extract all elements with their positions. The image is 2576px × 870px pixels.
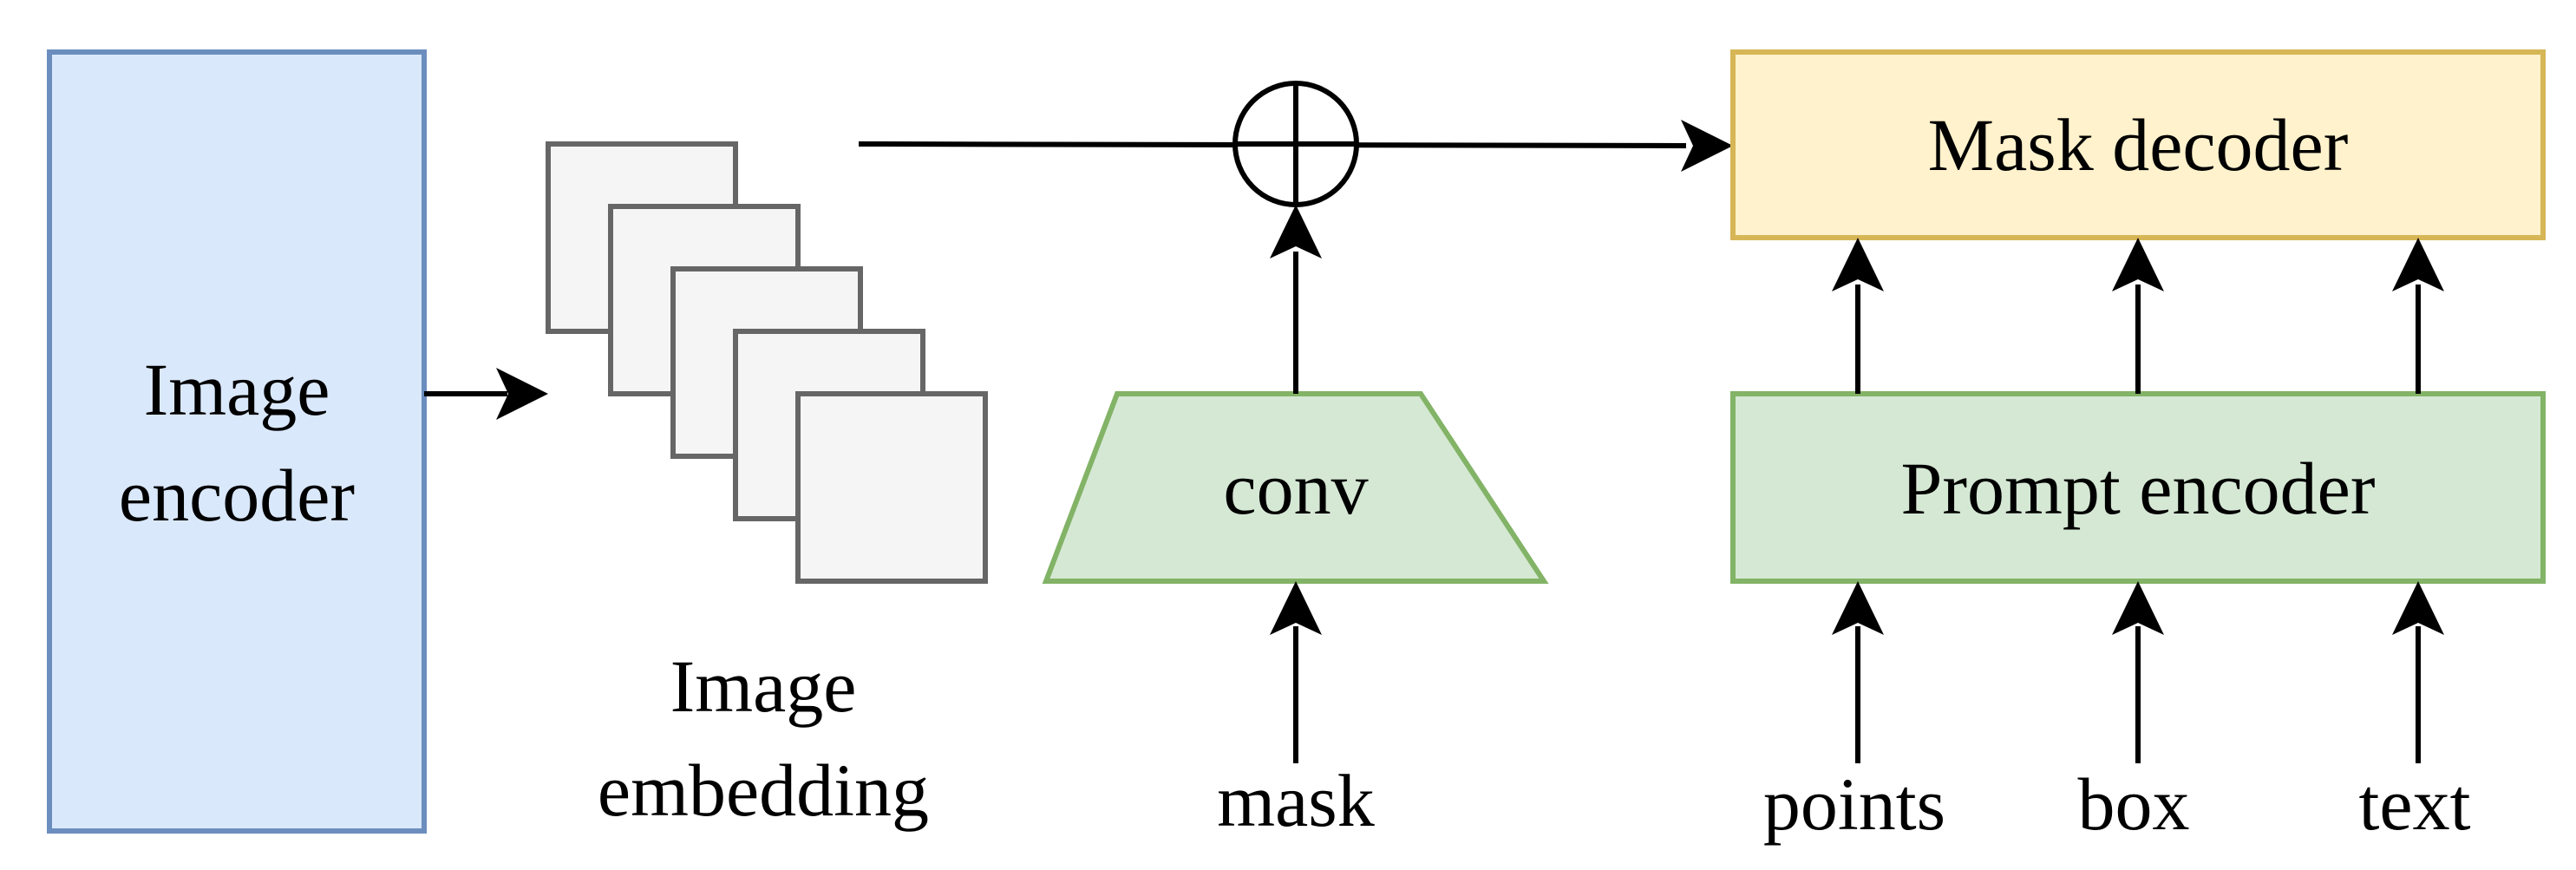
image-encoder-box — [47, 49, 427, 834]
mask-decoder-label: Mask decoder — [1928, 103, 2349, 186]
prompt-encoder-label: Prompt encoder — [1901, 447, 2376, 530]
box-input-label: box — [2078, 762, 2190, 846]
arrow-encoder-to-embedding — [424, 368, 548, 420]
arrow-mask-to-conv — [1270, 581, 1322, 763]
text-input-label: text — [2359, 762, 2471, 846]
arrow-prompt-to-decoder-1 — [1832, 238, 1884, 394]
image-encoder-label-line1: Image — [144, 348, 330, 431]
mask-input-label: mask — [1217, 759, 1375, 842]
image-encoder-label-line2: encoder — [119, 454, 355, 537]
arrow-points-to-prompt — [1832, 581, 1884, 763]
mask-decoder-box — [1730, 49, 2546, 240]
prompt-encoder-block: Prompt encoder — [1730, 391, 2546, 584]
add-operator-icon — [1232, 81, 1359, 207]
image-embedding-stack — [546, 141, 988, 584]
prompt-encoder-box — [1730, 391, 2546, 584]
arrow-box-to-prompt — [2112, 581, 2164, 763]
conv-label: conv — [1223, 447, 1368, 530]
arrow-conv-to-add — [1270, 205, 1322, 394]
image-embedding-label-line2: embedding — [598, 749, 929, 832]
arrow-prompt-to-decoder-3 — [2392, 238, 2444, 394]
arrow-prompt-to-decoder-2 — [2112, 238, 2164, 394]
mask-decoder-block: Mask decoder — [1730, 49, 2546, 240]
conv-block: conv — [1042, 391, 1549, 584]
image-encoder-block: Image encoder — [47, 49, 427, 834]
points-input-label: points — [1763, 762, 1945, 846]
arrow-text-to-prompt — [2392, 581, 2444, 763]
conv-trapezoid — [1042, 391, 1549, 584]
embedding-sheet-5 — [795, 391, 988, 584]
image-embedding-label-line1: Image — [670, 644, 857, 728]
